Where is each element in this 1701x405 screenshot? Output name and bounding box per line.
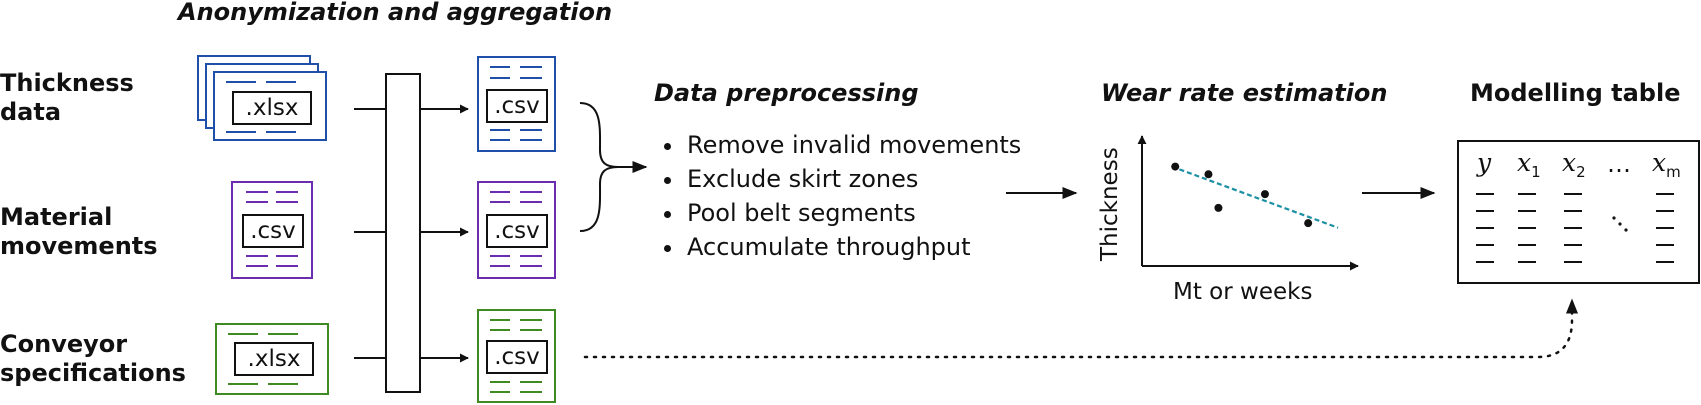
preprocessing-title: Data preprocessing bbox=[654, 79, 919, 107]
source-label-line2: movements bbox=[0, 232, 158, 260]
trend-line bbox=[1171, 165, 1339, 229]
data-point bbox=[1214, 203, 1223, 212]
source-label-line2: specifications bbox=[0, 359, 186, 387]
merge-brace bbox=[579, 102, 619, 232]
col-ellipsis: … bbox=[1607, 150, 1631, 178]
material-output-ext: .csv bbox=[486, 214, 548, 248]
data-point bbox=[1204, 170, 1213, 179]
col-xm-symbol: x bbox=[1652, 148, 1667, 177]
source-label-thickness: Thickness data bbox=[0, 69, 134, 127]
source-label-line1: Material bbox=[0, 203, 113, 231]
col-x1-sub: 1 bbox=[1531, 163, 1541, 181]
output-arrows bbox=[420, 104, 469, 363]
preprocessing-step: Exclude skirt zones bbox=[685, 162, 1021, 196]
preprocessing-steps: Remove invalid movementsExclude skirt zo… bbox=[654, 128, 1021, 264]
conveyor-input-ext: .xlsx bbox=[234, 342, 314, 376]
anonymization-title: Anonymization and aggregation bbox=[178, 0, 613, 26]
col-x1: x1 bbox=[1517, 148, 1541, 181]
col-y: y bbox=[1477, 148, 1491, 177]
preprocessing-step: Pool belt segments bbox=[685, 196, 1021, 230]
col-y-symbol: y bbox=[1477, 148, 1492, 177]
data-point bbox=[1171, 162, 1180, 171]
col-xm-sub: m bbox=[1666, 163, 1681, 181]
data-point bbox=[1260, 190, 1269, 199]
conveyor-output-ext: .csv bbox=[486, 340, 548, 374]
data-point bbox=[1304, 219, 1313, 228]
wear-rate-chart bbox=[1137, 135, 1359, 271]
col-x1-symbol: x bbox=[1517, 148, 1532, 177]
source-label-material: Material movements bbox=[0, 203, 158, 261]
source-label-conveyor: Conveyor specifications bbox=[0, 330, 186, 388]
col-x2-symbol: x bbox=[1562, 148, 1577, 177]
col-xm: xm bbox=[1652, 148, 1681, 181]
col-x2: x2 bbox=[1562, 148, 1586, 181]
preprocessing-step: Accumulate throughput bbox=[685, 230, 1021, 264]
wear-xlabel: Mt or weeks bbox=[1173, 279, 1313, 305]
preprocessing-step: Remove invalid movements bbox=[685, 128, 1021, 162]
col-x2-sub: 2 bbox=[1576, 163, 1586, 181]
wear-ylabel: Thickness bbox=[1097, 147, 1123, 261]
modelling-table-rows bbox=[1476, 193, 1674, 263]
source-label-line1: Conveyor bbox=[0, 330, 128, 358]
aggregation-bar bbox=[385, 73, 421, 393]
input-lines bbox=[354, 108, 386, 359]
table-diagonal-dots bbox=[1612, 216, 1628, 232]
material-input-ext: .csv bbox=[242, 214, 304, 248]
modelling-title: Modelling table bbox=[1470, 79, 1681, 107]
wear-title: Wear rate estimation bbox=[1101, 79, 1388, 107]
source-label-line2: data bbox=[0, 98, 62, 126]
thickness-output-ext: .csv bbox=[486, 89, 548, 123]
conveyor-dotted-arrow bbox=[583, 298, 1578, 359]
thickness-input-ext: .xlsx bbox=[232, 91, 312, 125]
source-label-line1: Thickness bbox=[0, 69, 134, 97]
